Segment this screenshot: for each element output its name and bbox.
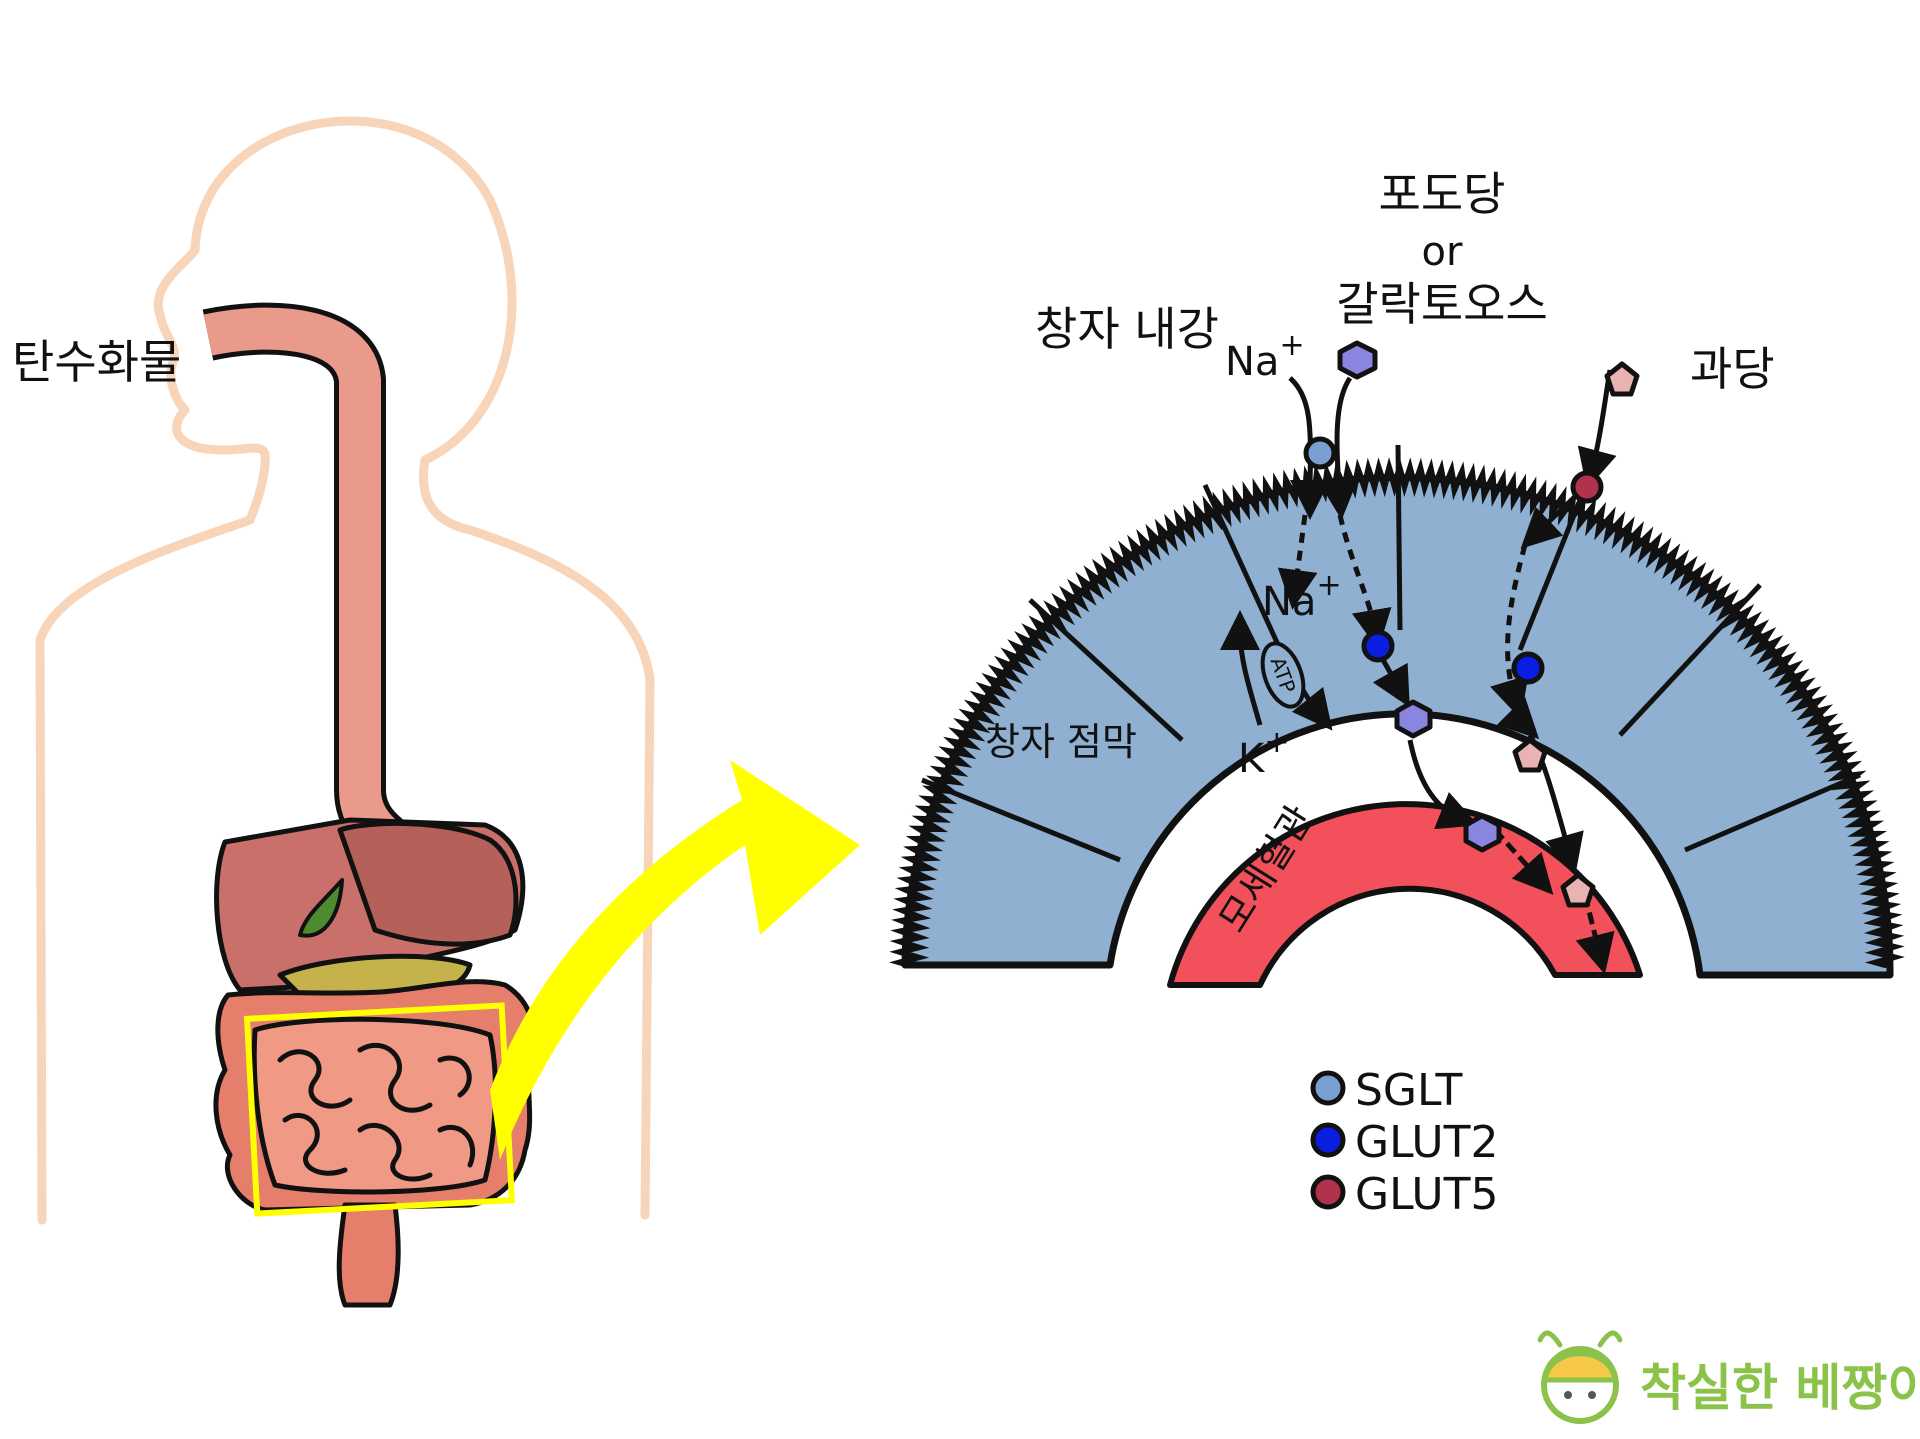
lumen-label: 창자 내강 (1035, 302, 1219, 356)
glut2-transporter-right (1511, 651, 1545, 685)
body-outline (35, 116, 655, 1225)
brand-text: 착실한 베짱이 (1640, 1359, 1920, 1417)
fructose-molecule (1604, 361, 1640, 397)
glucose-label-line2: or (1422, 229, 1463, 275)
mucosa-label: 창자 점막 (985, 720, 1137, 764)
mucosa-arch (888, 444, 1905, 979)
na-mid-label: Na+ (1262, 568, 1342, 625)
transport-arrows (1220, 369, 1617, 975)
brand-logo: 착실한 베짱이 (1537, 1330, 1920, 1424)
glucose-molecule (1394, 699, 1433, 739)
fructose-molecule (1560, 872, 1596, 908)
legend-item-sglt: SGLT (1310, 1065, 1462, 1116)
na-top-label: Na+ (1225, 328, 1305, 385)
transporters (1303, 436, 1604, 685)
legend-item-glut5: GLUT5 (1310, 1169, 1499, 1220)
glut2-transporter-left (1361, 629, 1395, 663)
svg-text:SGLT: SGLT (1355, 1065, 1462, 1116)
glucose-label-line3: 갈락토오스 (1336, 277, 1548, 331)
sglt-transporter (1303, 436, 1337, 470)
k-label: K+ (1238, 725, 1289, 782)
zoom-arrow (490, 760, 860, 1160)
carbohydrate-label: 탄수화물 (12, 335, 181, 389)
svg-text:GLUT5: GLUT5 (1355, 1169, 1499, 1220)
glucose-molecule (1337, 340, 1378, 380)
legend: SGLT GLUT2 GLUT5 (1310, 1065, 1499, 1220)
molecules (1337, 340, 1640, 908)
glucose-molecule (1463, 813, 1502, 853)
fructose-molecule (1512, 737, 1548, 773)
glut5-transporter (1570, 470, 1604, 504)
capillary-vessel (1167, 801, 1643, 988)
legend-item-glut2: GLUT2 (1310, 1117, 1499, 1168)
bee-mascot-icon (1537, 1330, 1623, 1424)
svg-text:GLUT2: GLUT2 (1355, 1117, 1499, 1168)
atp-pump (1260, 641, 1306, 709)
glucose-label-line1: 포도당 (1379, 167, 1506, 221)
fructose-label: 과당 (1690, 342, 1775, 396)
digestive-organs (213, 817, 537, 1308)
